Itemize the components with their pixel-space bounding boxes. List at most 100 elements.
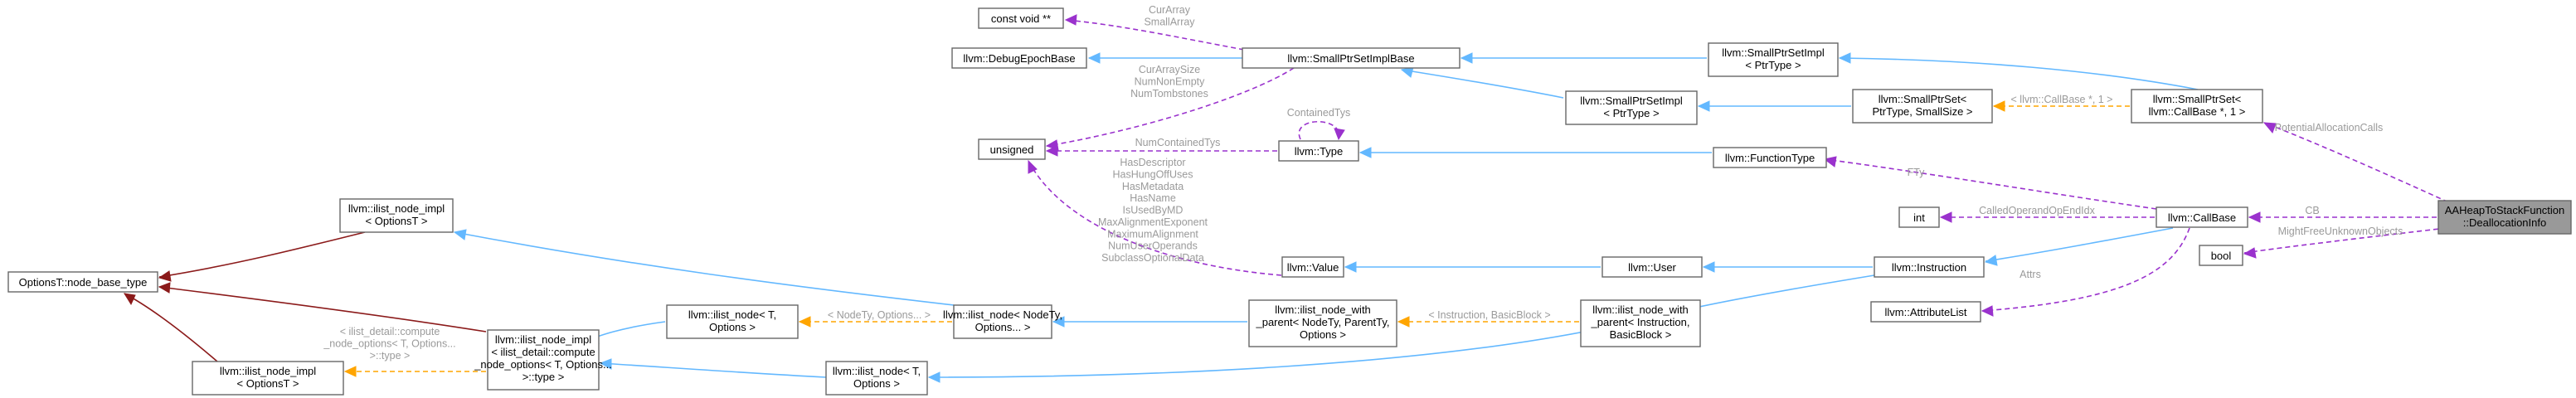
node-unsigned[interactable]: unsigned [978,138,1046,160]
text-line: llvm::ilist_node_impl [348,202,445,215]
svg-text:llvm::ilist_node_with_parent<: llvm::ilist_node_with_parent< Instructio… [1591,303,1690,341]
svg-text:OptionsT::node_base_type: OptionsT::node_base_type [19,276,148,289]
text-line: Options > [709,321,756,333]
node-small-ptr-set-callbase[interactable]: llvm::SmallPtrSet<llvm::CallBase *, 1 > [2131,89,2263,124]
text-line: < llvm::CallBase *, 1 > [2011,94,2113,105]
edge-private-bottom [124,293,218,362]
edge-inherit-instruction-ilist [1679,274,1875,316]
label-nodety-options: < NodeTy, Options... > [828,309,931,321]
text-line: < PtrType > [1745,59,1801,71]
text-line: Attrs [2019,269,2041,280]
edge-usage-containedtys [1298,120,1345,141]
text-line: llvm::SmallPtrSet< [2153,93,2242,105]
edge-inherit-withparent-bottom [927,331,1585,383]
node-ilist-node-impl-top[interactable]: llvm::ilist_node_impl< OptionsT > [339,198,454,233]
text-line: llvm::SmallPtrSetImpl [1580,95,1683,107]
node-ilist-with-parent-instruction[interactable]: llvm::ilist_node_with_parent< Instructio… [1580,299,1701,347]
text-line: bool [2211,250,2232,262]
node-llvm-user[interactable]: llvm::User [1601,256,1703,278]
text-line: OptionsT::node_base_type [19,276,148,289]
label-potential-allocation-calls: PotentialAllocationCalls [2275,122,2384,133]
node-small-ptr-set-impl-2[interactable]: llvm::SmallPtrSetImpl< PtrType > [1565,90,1698,125]
text-line: const void ** [991,12,1051,25]
edge-private-compute [158,282,487,332]
text-line: llvm::Value [1287,261,1339,274]
text-line: Options > [853,377,900,390]
text-line: FTy [1908,167,1926,178]
svg-text:llvm::SmallPtrSet<PtrType, Sma: llvm::SmallPtrSet<PtrType, SmallSize > [1872,93,1972,118]
text-line: llvm::Type [1295,145,1344,158]
node-int[interactable]: int [1898,206,1940,228]
text-line: IsUsedByMD [1123,205,1184,216]
text-line: < NodeTy, Options... > [828,309,931,321]
edge-template-instruction-basicblock [1397,316,1579,328]
edge-usage-numcontainedtys [1045,145,1277,157]
node-llvm-type[interactable]: llvm::Type [1278,140,1359,162]
text-line: llvm::ilist_node_with [1592,303,1689,316]
edge-inherit-instruction [1702,261,1873,273]
text-line: _parent< Instruction, [1591,316,1690,328]
edge-inherit-functiontype [1358,147,1712,158]
text-line: llvm::AttributeList [1885,306,1967,318]
text-line: llvm::ilist_node_impl [495,333,591,346]
node-llvm-instruction[interactable]: llvm::Instruction [1874,256,1985,278]
edge-usage-fty [1823,156,2157,210]
node-attribute-list[interactable]: llvm::AttributeList [1870,301,1981,323]
svg-text:llvm::ilist_node_with_parent<: llvm::ilist_node_with_parent< NodeTy, Pa… [1255,303,1389,341]
text-line: llvm::FunctionType [1725,152,1815,164]
text-line: < OptionsT > [237,377,299,390]
node-small-ptr-set-impl-1[interactable]: llvm::SmallPtrSetImpl< PtrType > [1708,42,1839,77]
label-calledoperand: CalledOperandOpEndIdx [1979,205,2095,216]
node-ilist-node-impl-bottom[interactable]: llvm::ilist_node_impl< OptionsT > [192,361,344,396]
text-line: int [1913,211,1925,224]
label-numcontainedtys: NumContainedTys [1135,137,1221,148]
label-attrs: Attrs [2019,269,2041,280]
node-focus-deallocation-info[interactable]: AAHeapToStackFunction::DeallocationInfo [2437,200,2572,235]
text-line: NumTombstones [1130,88,1208,100]
label-instruction-basicblock: < Instruction, BasicBlock > [1428,309,1550,321]
svg-text:llvm::ilist_node_impl< Options: llvm::ilist_node_impl< OptionsT > [348,202,445,227]
text-line: _parent< NodeTy, ParentTy, [1255,316,1389,328]
text-line: CurArray [1149,4,1191,16]
svg-text:llvm::ilist_node< T,Options >: llvm::ilist_node< T,Options > [833,365,921,390]
node-bool[interactable]: bool [2199,245,2243,266]
edge-inherit-debugepoch [1087,52,1244,64]
node-small-ptr-set-impl-base[interactable]: llvm::SmallPtrSetImplBase [1242,47,1461,69]
edge-template-compute [343,366,486,377]
svg-text:unsigned: unsigned [990,143,1034,156]
svg-text:llvm::SmallPtrSetImpl< PtrType: llvm::SmallPtrSetImpl< PtrType > [1580,95,1683,119]
node-function-type[interactable]: llvm::FunctionType [1713,147,1827,168]
text-line: HasName [1130,192,1176,204]
label-fty: FTy [1908,167,1926,178]
node-small-ptr-set-template[interactable]: llvm::SmallPtrSet<PtrType, SmallSize > [1852,89,1993,124]
text-line: AAHeapToStackFunction [2445,204,2565,216]
node-call-base[interactable]: llvm::CallBase [2156,206,2248,228]
label-containedtys: ContainedTys [1287,107,1350,119]
label-cb: CB [2305,205,2319,216]
edge-inherit-callbase [1984,227,2174,266]
node-ilist-node-bottom[interactable]: llvm::ilist_node< T,Options > [825,361,928,396]
node-const-void[interactable]: const void ** [978,7,1064,29]
node-options-node-base-type[interactable]: OptionsT::node_base_type [7,271,158,293]
node-ilist-node-nodety[interactable]: llvm::ilist_node< NodeTy,Options... > [943,304,1062,339]
text-line: < PtrType > [1603,107,1659,119]
node-ilist-node-impl-compute[interactable]: llvm::ilist_node_impl< ilist_detail::com… [474,329,612,391]
edge-usage-potential-allocation-calls [2263,122,2464,210]
edge-usage-attrs [1981,227,2190,317]
edge-usage-calledoperand [1939,211,2155,223]
node-ilist-node-options[interactable]: llvm::ilist_node< T,Options > [666,304,799,339]
node-llvm-value[interactable]: llvm::Value [1281,256,1344,278]
label-callbase-template: < llvm::CallBase *, 1 > [2011,94,2113,105]
text-line: llvm::CallBase [2168,211,2236,224]
text-line: MightFreeUnknownObjects [2278,226,2403,237]
edge-inherit-smallptrset-tmpl [1697,100,1851,112]
edge-inherit-bottom-compute [599,358,827,378]
text-line: SubclassOptionalData [1101,252,1204,264]
svg-text:llvm::SmallPtrSet<llvm::CallBa: llvm::SmallPtrSet<llvm::CallBase *, 1 > [2149,93,2246,118]
text-line: llvm::SmallPtrSet< [1879,93,1967,105]
node-debug-epoch-base[interactable]: llvm::DebugEpochBase [951,47,1087,69]
node-ilist-with-parent-template[interactable]: llvm::ilist_node_with_parent< NodeTy, Pa… [1248,299,1397,347]
